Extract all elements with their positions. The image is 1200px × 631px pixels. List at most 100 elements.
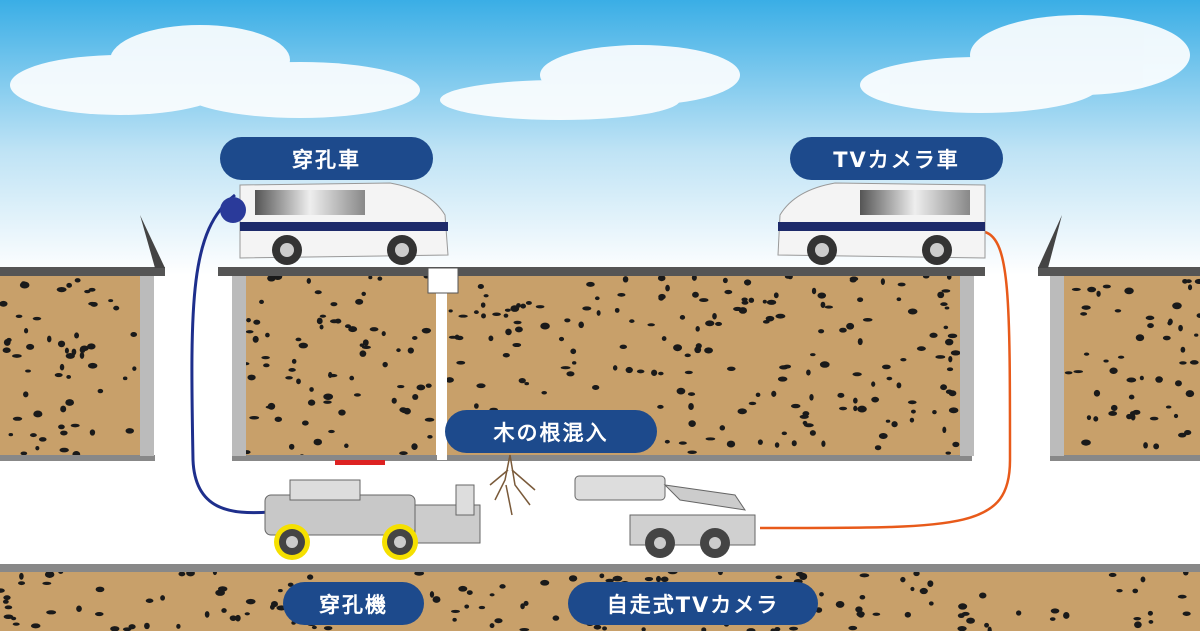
pebble bbox=[1173, 413, 1179, 419]
pebble bbox=[1148, 620, 1154, 624]
pebble bbox=[810, 353, 816, 357]
pebble bbox=[948, 407, 959, 414]
pebble bbox=[301, 420, 309, 426]
pebble bbox=[625, 366, 633, 374]
pebble bbox=[839, 327, 847, 333]
pebble bbox=[1172, 302, 1182, 310]
pebble bbox=[359, 343, 365, 347]
pebble bbox=[687, 392, 696, 396]
pebble bbox=[176, 623, 181, 629]
pebble bbox=[799, 414, 809, 419]
pebble bbox=[285, 376, 293, 380]
pebble bbox=[128, 624, 136, 630]
pebble bbox=[1149, 416, 1159, 421]
pebble bbox=[288, 443, 295, 450]
drilling-machine bbox=[264, 460, 481, 560]
pebble bbox=[817, 292, 827, 299]
pebble bbox=[274, 416, 283, 422]
pebble bbox=[957, 625, 967, 631]
pebble bbox=[178, 571, 186, 577]
pebble bbox=[952, 441, 960, 448]
pebble bbox=[1134, 621, 1142, 629]
pebble bbox=[560, 366, 571, 370]
pebble bbox=[503, 313, 509, 318]
pebble bbox=[701, 627, 707, 631]
pebble bbox=[572, 361, 577, 365]
pebble bbox=[687, 450, 697, 455]
pebble bbox=[944, 306, 950, 310]
pebble bbox=[309, 387, 314, 392]
pebble bbox=[695, 343, 702, 349]
pebble bbox=[1081, 439, 1091, 446]
pebble bbox=[361, 345, 371, 350]
pebble bbox=[377, 276, 383, 281]
pebble bbox=[846, 322, 855, 330]
pebble bbox=[2, 599, 9, 604]
pebble bbox=[1184, 429, 1192, 436]
pebble bbox=[306, 277, 311, 284]
pebble bbox=[1178, 324, 1183, 332]
pebble bbox=[802, 420, 808, 426]
pebble bbox=[658, 371, 664, 376]
pebble bbox=[74, 278, 81, 283]
pebble bbox=[1124, 287, 1134, 295]
pebble bbox=[1174, 380, 1182, 387]
pebble bbox=[558, 336, 565, 342]
pebble bbox=[54, 372, 63, 378]
pebble bbox=[87, 362, 98, 369]
pebble bbox=[766, 299, 777, 305]
pebble bbox=[110, 626, 120, 631]
pebble bbox=[719, 425, 726, 431]
pebble bbox=[676, 387, 686, 395]
pebble bbox=[1189, 360, 1199, 365]
pebble bbox=[622, 276, 629, 283]
pebble bbox=[775, 575, 783, 580]
pebble bbox=[661, 336, 667, 341]
pebble bbox=[1126, 413, 1133, 420]
pebble bbox=[945, 338, 954, 346]
pebble bbox=[586, 281, 595, 287]
pebble bbox=[483, 294, 489, 298]
pebble bbox=[523, 600, 529, 606]
pebble bbox=[1185, 390, 1195, 398]
pebble bbox=[774, 442, 780, 448]
pebble bbox=[910, 586, 915, 592]
pebble bbox=[937, 291, 945, 299]
pebble bbox=[1180, 346, 1186, 353]
drill-cable bbox=[190, 193, 271, 515]
pebble bbox=[29, 433, 37, 438]
pebble bbox=[885, 419, 891, 423]
pebble bbox=[535, 305, 545, 309]
pebble bbox=[1083, 352, 1090, 356]
pebble bbox=[987, 626, 992, 631]
pebble bbox=[132, 366, 137, 371]
pebble bbox=[245, 330, 254, 334]
pebble bbox=[806, 369, 811, 376]
pebble bbox=[46, 610, 57, 615]
pebble bbox=[88, 287, 96, 292]
pebble bbox=[592, 385, 600, 390]
pebble bbox=[712, 312, 717, 320]
pebble bbox=[362, 339, 369, 347]
pebble bbox=[492, 312, 501, 316]
pebble bbox=[857, 338, 863, 346]
pebble bbox=[338, 409, 346, 416]
pebble bbox=[948, 355, 953, 363]
pebble bbox=[775, 313, 786, 319]
pebble bbox=[726, 366, 736, 371]
pebble bbox=[540, 322, 550, 330]
pebble bbox=[1080, 312, 1088, 316]
pebble bbox=[594, 296, 600, 301]
pebble bbox=[919, 587, 928, 595]
pebble bbox=[494, 618, 503, 624]
pebble bbox=[524, 382, 530, 386]
pebble bbox=[1071, 287, 1081, 291]
pebble bbox=[540, 579, 550, 586]
pebble bbox=[74, 332, 80, 339]
pebble bbox=[515, 326, 523, 333]
pebble bbox=[448, 309, 453, 313]
pebble bbox=[647, 323, 655, 327]
pebble bbox=[421, 327, 432, 334]
pebble bbox=[684, 353, 691, 358]
pebble bbox=[249, 416, 260, 420]
